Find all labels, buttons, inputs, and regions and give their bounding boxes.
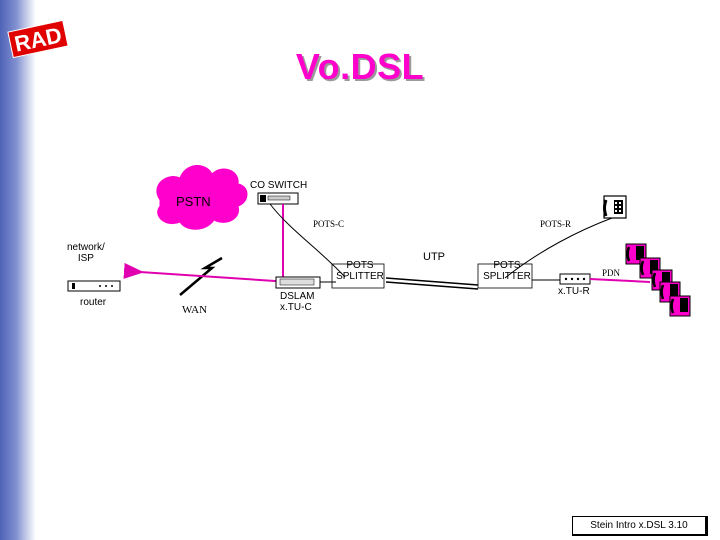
network-arrow-line (123, 262, 291, 283)
network-isp-line1: network/ (67, 242, 105, 253)
page-title: Vo.DSL (295, 46, 425, 87)
dslam-label: DSLAM x.TU-C (280, 291, 314, 313)
co-switch-label: CO SWITCH (250, 180, 308, 191)
pots-r-label: POTS-R (540, 219, 572, 229)
pots-splitter-left-line1: POTS (346, 260, 374, 271)
pstn-label: PSTN (176, 194, 211, 209)
xtu-r-label: x.TU-R (558, 286, 590, 297)
pots-splitter-left-label: POTS SPLITTER (334, 260, 386, 282)
pots-splitter-right-label: POTS SPLITTER (480, 260, 534, 282)
rad-logo: RAD (7, 19, 69, 59)
phone-icon-top (603, 195, 627, 219)
pots-r-line (504, 217, 613, 279)
phone-icon-5 (669, 295, 691, 317)
co-to-splitter-line (269, 203, 346, 278)
pots-splitter-left-box (331, 263, 385, 289)
router-device (67, 280, 121, 292)
co-switch-device (257, 192, 299, 205)
pots-splitter-right-line1: POTS (493, 260, 521, 271)
pots-c-label: POTS-C (313, 219, 345, 229)
network-isp-line2: ISP (77, 253, 94, 264)
dslam-device (275, 276, 321, 289)
pdn-line (589, 278, 651, 283)
wan-label: WAN (182, 304, 208, 316)
pots-splitter-right-line2: SPLITTER (483, 271, 531, 282)
footer-text: Stein Intro x.DSL 3.10 (572, 516, 706, 535)
utp-label: UTP (423, 251, 445, 263)
dslam-line2: x.TU-C (280, 302, 312, 313)
dslam-line1: DSLAM (280, 291, 315, 302)
pdn-label: PDN (602, 268, 621, 278)
pots-splitter-left-line2: SPLITTER (336, 271, 384, 282)
utp-line-1 (385, 277, 479, 286)
xtu-r-device (559, 273, 591, 285)
utp-line-2 (385, 281, 479, 290)
footer-box: Stein Intro x.DSL 3.10 (572, 516, 708, 536)
pstn-cloud (156, 165, 248, 230)
wan-bolt (179, 256, 223, 296)
router-label: router (80, 297, 107, 308)
sidebar-gradient (0, 0, 36, 540)
network-isp-label: network/ ISP (67, 242, 105, 264)
pots-splitter-right-box (477, 263, 533, 289)
